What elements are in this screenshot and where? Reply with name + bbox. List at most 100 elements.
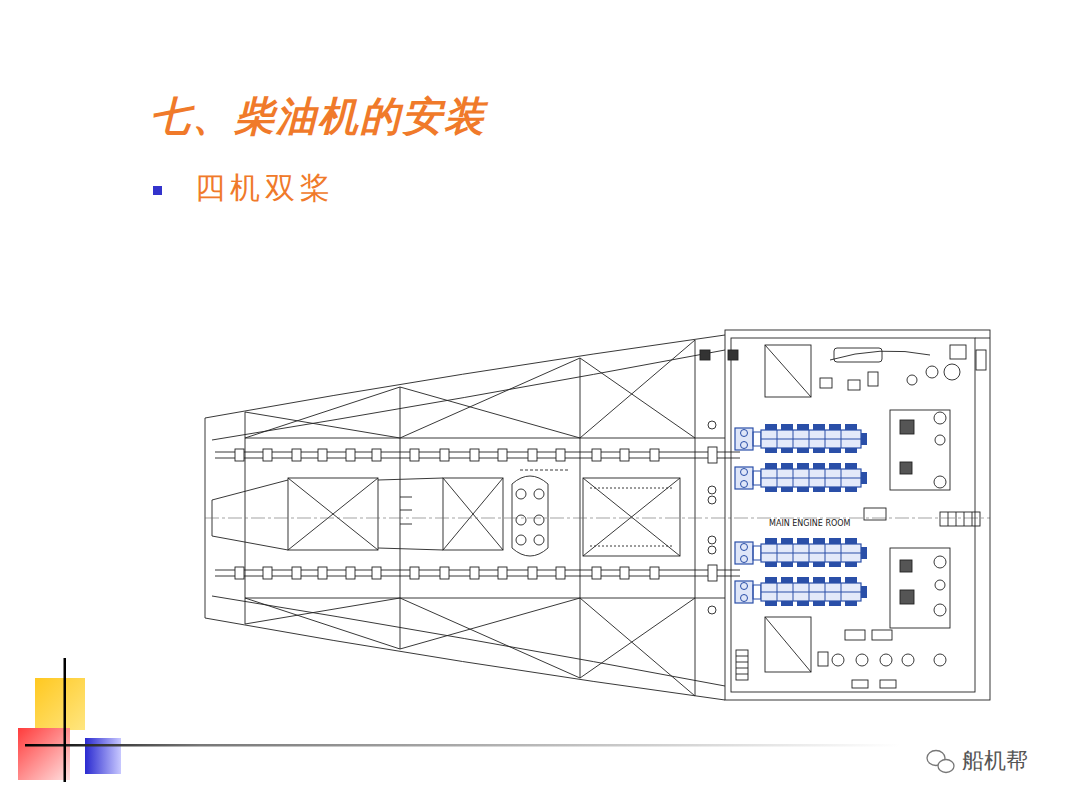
art-circle bbox=[934, 412, 946, 424]
art-line bbox=[590, 546, 672, 547]
art-circle bbox=[516, 515, 526, 525]
art-rect bbox=[731, 338, 975, 692]
art-line bbox=[245, 412, 400, 438]
art-line bbox=[590, 488, 672, 489]
art-rect bbox=[820, 378, 832, 388]
art-circle bbox=[832, 654, 844, 666]
art-rect bbox=[852, 680, 868, 688]
art-circle bbox=[934, 604, 946, 616]
room-label: MAIN ENGINE ROOM bbox=[768, 519, 852, 528]
art-line bbox=[212, 536, 288, 550]
art-rect bbox=[765, 345, 811, 397]
art-line bbox=[736, 674, 748, 675]
art-circle bbox=[534, 489, 544, 499]
art-line bbox=[245, 598, 400, 624]
art-rect bbox=[410, 449, 419, 461]
art-rect bbox=[85, 738, 121, 774]
propeller-shafts bbox=[215, 447, 740, 581]
art-circle bbox=[534, 515, 544, 525]
art-rect bbox=[728, 350, 738, 360]
art-line bbox=[765, 345, 811, 397]
corner-decoration bbox=[18, 658, 900, 782]
art-rect bbox=[235, 449, 244, 461]
art-use bbox=[735, 577, 867, 606]
art-circle bbox=[708, 546, 716, 554]
art-circle bbox=[926, 366, 938, 378]
art-rect bbox=[528, 449, 537, 461]
art-line bbox=[948, 512, 949, 526]
art-path bbox=[512, 476, 548, 556]
art-use bbox=[735, 538, 867, 567]
art-line bbox=[288, 478, 378, 550]
art-rect bbox=[443, 478, 503, 550]
art-line bbox=[205, 518, 990, 519]
art-rect bbox=[880, 680, 896, 688]
art-line bbox=[443, 478, 503, 550]
art-line bbox=[443, 478, 503, 550]
art-rect bbox=[650, 449, 659, 461]
art-rect bbox=[864, 508, 886, 520]
art-line bbox=[400, 358, 580, 438]
art-rect bbox=[25, 744, 900, 747]
art-line bbox=[975, 338, 990, 339]
art-circle bbox=[944, 364, 960, 380]
art-line bbox=[580, 358, 695, 438]
art-circle bbox=[934, 476, 946, 488]
slide-title: 七、柴油机的安装 bbox=[150, 93, 486, 139]
art-rect bbox=[890, 548, 950, 628]
art-use bbox=[735, 463, 867, 492]
art-rect bbox=[372, 449, 381, 461]
art-rect bbox=[890, 410, 950, 490]
bullet-text: 四机双桨 bbox=[195, 171, 335, 206]
art-line bbox=[736, 656, 748, 657]
art-use bbox=[235, 565, 717, 581]
art-line bbox=[245, 598, 400, 649]
diesel-engines bbox=[735, 424, 867, 606]
art-line bbox=[400, 598, 580, 678]
art-circle bbox=[516, 489, 526, 499]
art-rect bbox=[592, 449, 601, 461]
art-line bbox=[583, 478, 680, 556]
art-circle bbox=[708, 496, 716, 504]
art-circle bbox=[708, 536, 716, 544]
art-rect bbox=[818, 652, 828, 666]
art-line bbox=[736, 668, 748, 669]
art-rect bbox=[470, 449, 479, 461]
art-rect bbox=[940, 512, 980, 526]
art-line bbox=[378, 478, 443, 480]
art-path bbox=[212, 596, 725, 686]
art-rect bbox=[848, 380, 860, 390]
art-rect bbox=[900, 560, 912, 572]
art-rect bbox=[872, 630, 892, 640]
art-rect bbox=[950, 345, 966, 359]
art-rect bbox=[900, 590, 914, 604]
art-line bbox=[245, 387, 400, 438]
art-line bbox=[580, 598, 695, 696]
art-line bbox=[400, 598, 580, 649]
art-circle bbox=[708, 421, 716, 429]
art-rect bbox=[583, 478, 680, 556]
art-rect bbox=[318, 449, 327, 461]
art-rect bbox=[845, 630, 865, 640]
art-rect bbox=[440, 449, 449, 461]
art-rect bbox=[620, 449, 629, 461]
art-rect bbox=[765, 617, 811, 672]
art-rect bbox=[708, 447, 717, 463]
art-circle bbox=[935, 580, 945, 590]
art-line bbox=[580, 340, 695, 438]
art-line bbox=[580, 598, 695, 678]
art-line bbox=[765, 617, 811, 672]
art-line bbox=[520, 470, 570, 471]
wechat-icon bbox=[927, 751, 954, 773]
art-rect bbox=[725, 330, 990, 700]
art-rect bbox=[346, 449, 355, 461]
art-line bbox=[212, 480, 288, 500]
engine-room bbox=[700, 330, 990, 700]
art-line bbox=[400, 497, 412, 498]
art-circle bbox=[935, 435, 945, 445]
art-circle bbox=[708, 486, 716, 494]
art-line bbox=[378, 548, 443, 550]
art-circle bbox=[907, 375, 917, 385]
art-rect bbox=[900, 462, 912, 474]
